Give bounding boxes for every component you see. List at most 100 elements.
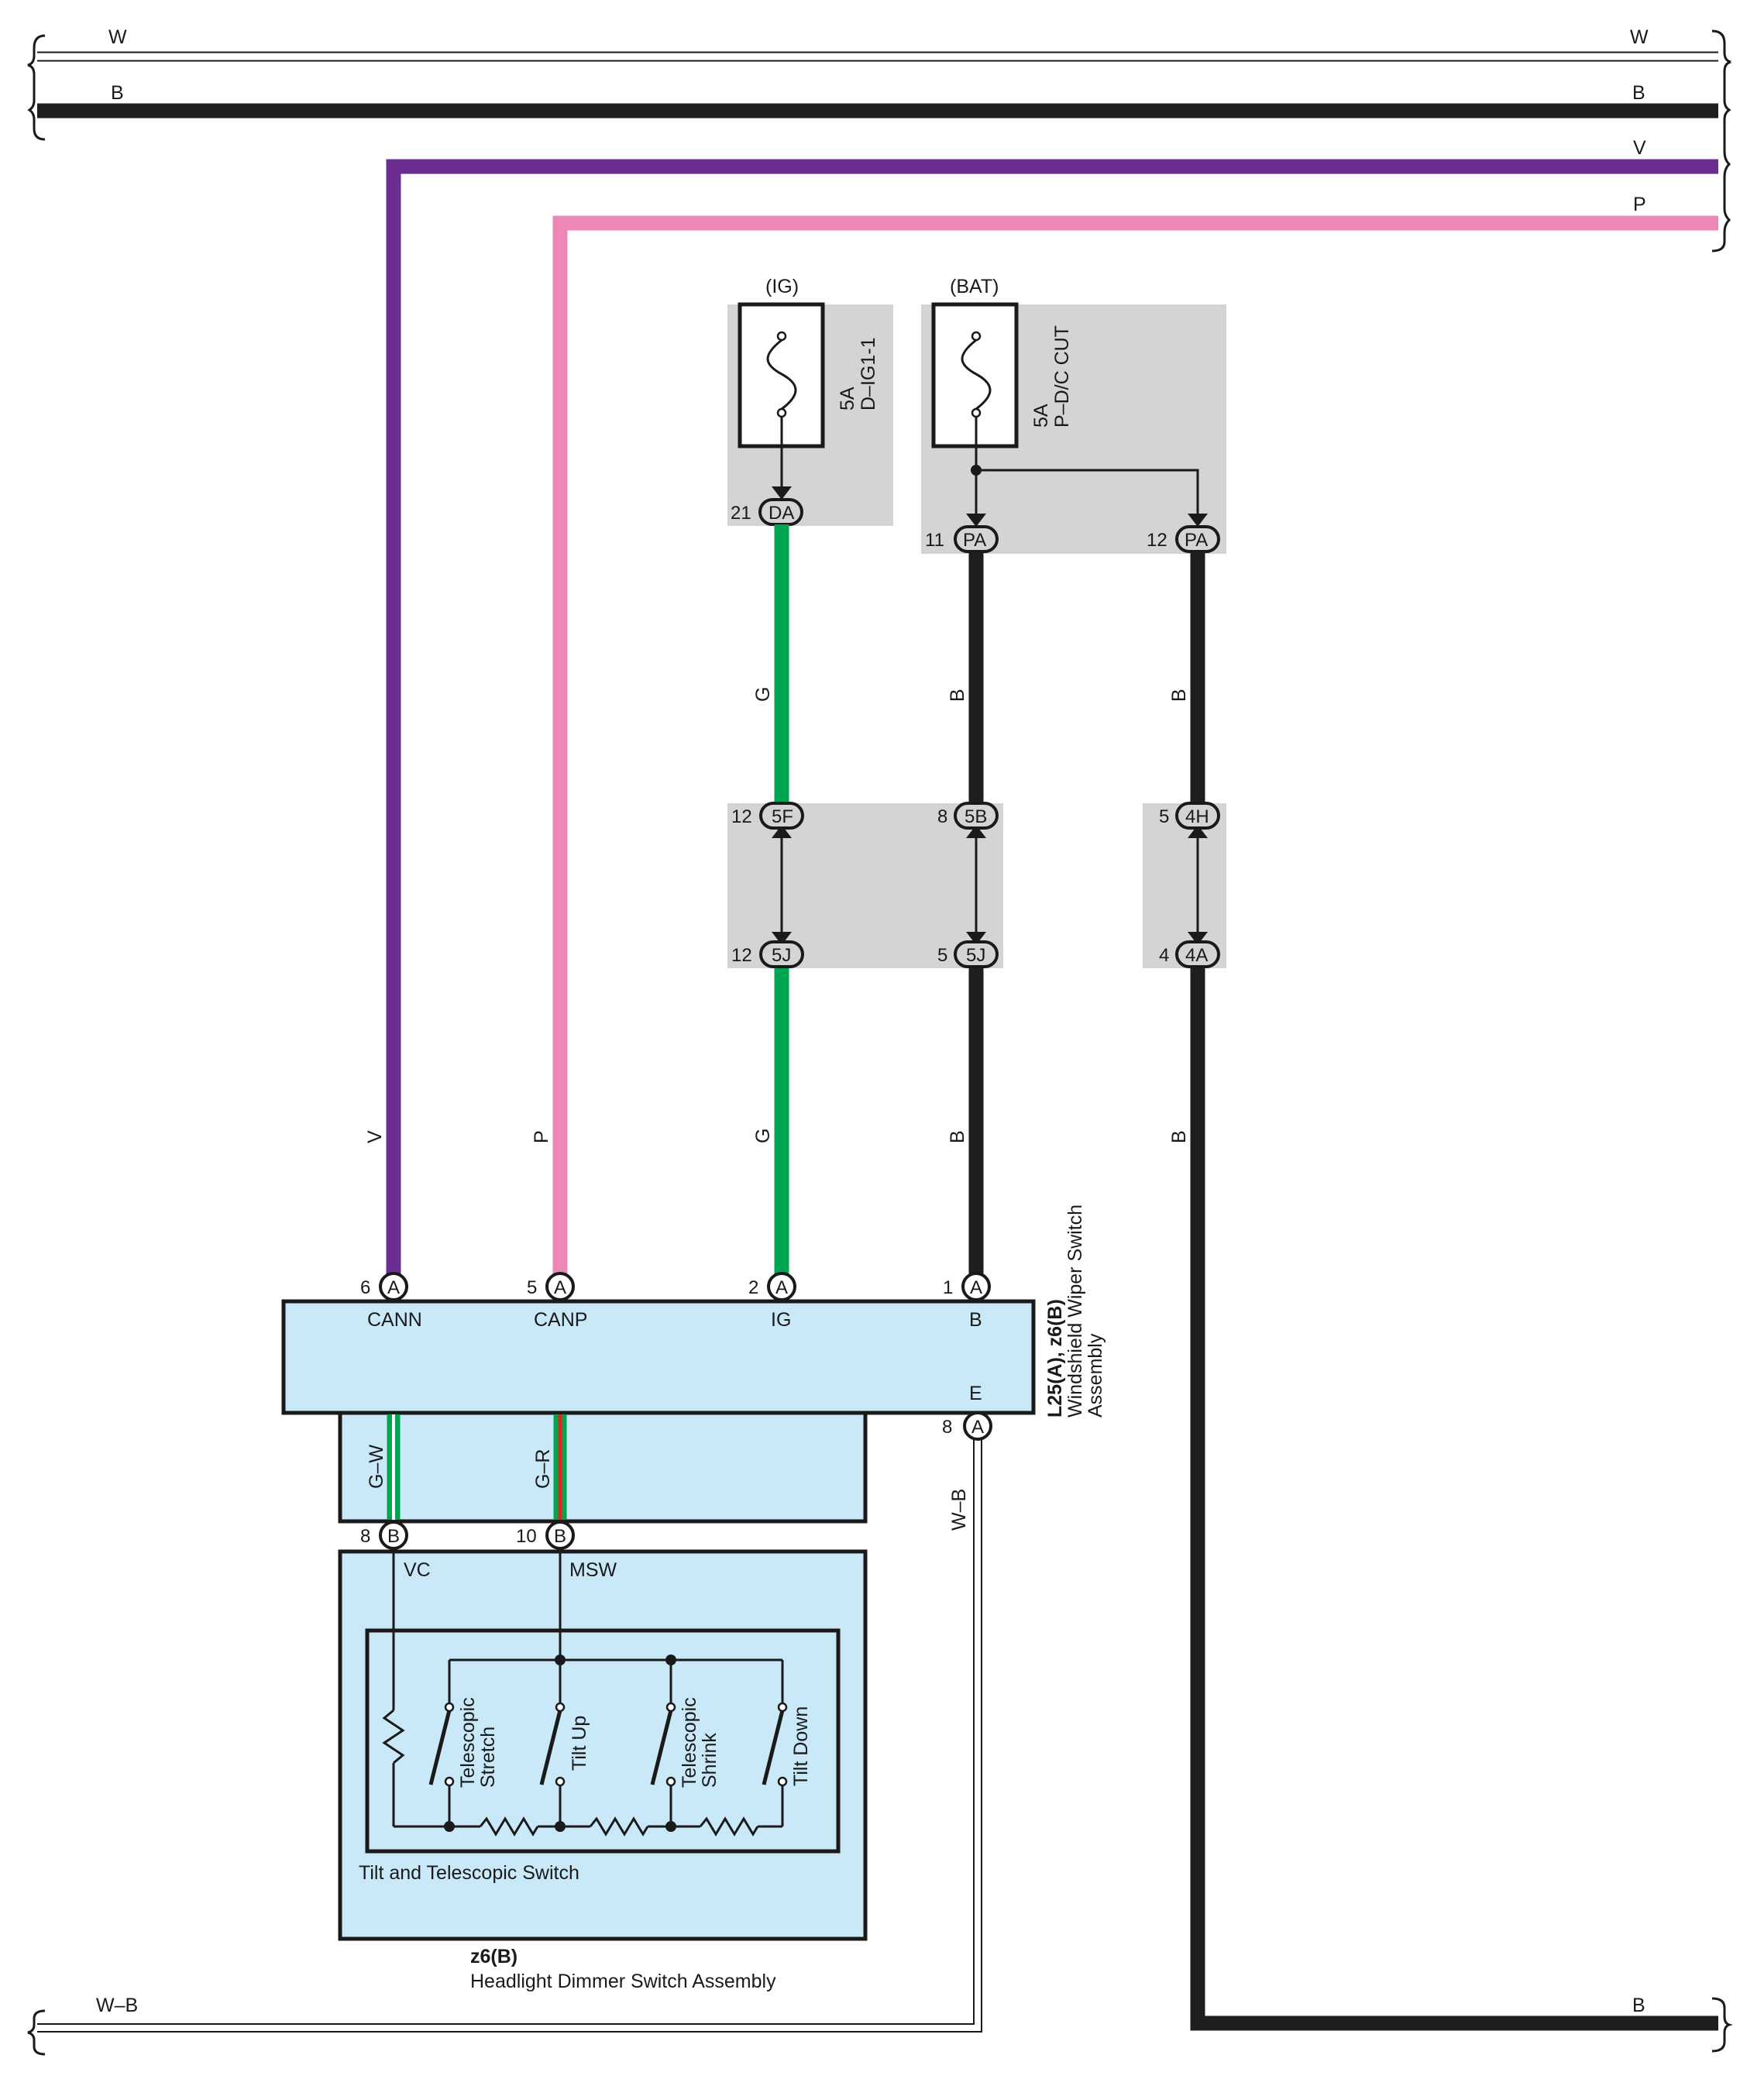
- wiper-pin-ig: [767, 1272, 796, 1301]
- wiper-pin-b-num: 1: [943, 1277, 953, 1298]
- wiper-pin-cann-conn: A: [387, 1277, 400, 1298]
- switch-label-2a: Tilt Up: [569, 1716, 590, 1771]
- dimmer-pin-vc-label: VC: [404, 1559, 431, 1581]
- fuse-ig-rating: 5A: [837, 387, 858, 411]
- bus-wb: [37, 1428, 981, 2031]
- bus-label-b-right: B: [1632, 82, 1645, 104]
- resistor-1-icon: [479, 1816, 539, 1837]
- wire-label-g-upper: G: [752, 687, 774, 702]
- connector-4h-id: 4H: [1185, 806, 1209, 827]
- wire-label-b2-upper: B: [1168, 689, 1190, 702]
- brace-left-bottom: [27, 2009, 46, 2056]
- dimmer-pin-vc-num: 8: [360, 1526, 370, 1547]
- connector-da-id: DA: [769, 503, 794, 524]
- switch-lever-1-icon: [428, 1710, 452, 1785]
- dimmer-switch-title: z6(B): [470, 1946, 518, 1967]
- bus-b-bottom: [1190, 550, 1718, 2031]
- fuse-ig-block: (IG) 5A D–IG1-1 DA 21: [727, 276, 893, 526]
- dimmer-pin-msw-num: 10: [516, 1526, 537, 1547]
- bus-label-w-left: W: [108, 26, 127, 48]
- switch-label-3a: Telescopic: [679, 1697, 700, 1788]
- tilt-telescopic-switch-box: [365, 1628, 841, 1854]
- connector-5j-g-pin: 12: [731, 945, 752, 966]
- bus-label-v-right: V: [1633, 137, 1646, 159]
- fuse-ig-name: D–IG1-1: [858, 338, 879, 411]
- wiper-switch-name-2: Assembly: [1085, 1333, 1106, 1418]
- wiper-pin-canp-num: 5: [527, 1277, 537, 1298]
- wiper-pin-e-conn: A: [971, 1417, 984, 1438]
- wiper-pin-b-label: B: [969, 1309, 982, 1331]
- bus-p: [552, 215, 1718, 1284]
- wire-label-p: P: [531, 1130, 552, 1143]
- tilt-telescopic-switch-label: Tilt and Telescopic Switch: [359, 1862, 579, 1884]
- switch-label-4a: Tilt Down: [790, 1706, 812, 1786]
- fuse-bat-element-icon: [961, 338, 992, 411]
- connector-4a: [1175, 940, 1220, 968]
- connector-pa-12-pin: 12: [1147, 530, 1167, 551]
- dimmer-connector-section: [338, 1411, 868, 1524]
- connector-4h-pin: 5: [1159, 806, 1169, 827]
- connector-da-pin: 21: [731, 503, 751, 524]
- connector-5f: [759, 802, 804, 830]
- wire-label-gr: G–R: [532, 1449, 554, 1489]
- wiper-pin-cann-num: 6: [360, 1277, 370, 1298]
- brace-right-bottom: [1711, 1997, 1733, 2053]
- wiper-pin-canp-label: CANP: [534, 1309, 587, 1331]
- connector-pa-11-pin: 11: [925, 530, 944, 551]
- wiper-pin-b-conn: A: [970, 1277, 982, 1298]
- wiper-pin-canp: [545, 1272, 575, 1301]
- connector-5j-g: [759, 940, 804, 968]
- connector-5b: [954, 802, 999, 830]
- fuse-bat-rating: 5A: [1030, 404, 1052, 428]
- bus-label-w-right: W: [1630, 26, 1649, 48]
- switch-circuit: [382, 1548, 785, 1837]
- bus-v: [386, 159, 1718, 1284]
- wire-label-gw: G–W: [366, 1445, 387, 1489]
- wire-label-v: V: [364, 1130, 386, 1143]
- wire-label-b-lower: B: [947, 1130, 968, 1143]
- resistor-3-icon: [699, 1816, 759, 1837]
- wiper-pin-cann: [379, 1272, 408, 1301]
- wire-label-g-lower: G: [752, 1129, 774, 1143]
- fuse-ig-header: (IG): [765, 276, 799, 297]
- wiper-pin-ig-label: IG: [771, 1309, 791, 1331]
- wiper-switch-name-1: Windshield Wiper Switch: [1064, 1204, 1086, 1418]
- dimmer-switch-name: Headlight Dimmer Switch Assembly: [470, 1971, 776, 1992]
- fuse-bat-header: (BAT): [950, 276, 999, 297]
- wiper-switch-body: [281, 1299, 1036, 1415]
- wiper-pin-e-num: 8: [942, 1417, 952, 1438]
- junction-shade-right: [1143, 803, 1226, 968]
- bus-label-p-right: P: [1633, 194, 1646, 215]
- fuse-ig-element-icon: [766, 338, 797, 411]
- dimmer-pin-vc-conn: B: [387, 1526, 400, 1547]
- switch-lever-2-icon: [539, 1710, 562, 1785]
- connector-5j-g-id: 5J: [772, 945, 791, 966]
- dimmer-switch-assembly: G–W G–R B 8 VC B 10 MSW Tilt and Telesco…: [338, 1411, 868, 1992]
- connector-pa-11-id: PA: [963, 530, 986, 551]
- wiper-pin-canp-conn: A: [554, 1277, 566, 1298]
- junction-dots: [444, 1655, 676, 1832]
- connector-4a-id: 4A: [1185, 945, 1208, 966]
- connector-5j-b: [954, 940, 999, 968]
- connector-5j-b-pin: 5: [937, 945, 947, 966]
- wiper-switch-assembly: A 6 CANN A 5 CANP A 2 IG A 1 B E A 8 L25…: [281, 1204, 1106, 1441]
- brace-left-top: [27, 34, 46, 141]
- switch-label-1b: Stretch: [477, 1727, 499, 1788]
- wiper-pin-ig-num: 2: [748, 1277, 758, 1298]
- wiper-pin-b: [961, 1272, 991, 1301]
- fuse-bat-block: (BAT) 5A P–D/C CUT PA 11 PA 12: [921, 276, 1226, 554]
- wire-label-b-upper: B: [947, 689, 968, 702]
- junction-block-right: 4H 5 4A 4: [1143, 802, 1226, 968]
- dimmer-pin-msw-conn: B: [554, 1526, 566, 1547]
- resistor-2-icon: [589, 1816, 649, 1837]
- wiper-pin-cann-label: CANN: [367, 1309, 422, 1331]
- bus-label-b-bottom-right: B: [1632, 1995, 1645, 2016]
- connector-pa-12-id: PA: [1185, 530, 1208, 551]
- wire-label-b2-lower: B: [1168, 1130, 1190, 1143]
- wiper-pin-e-label: E: [969, 1383, 982, 1404]
- wiper-switch-title: L25(A), z6(B): [1044, 1299, 1066, 1418]
- switch-label-1a: Telescopic: [457, 1697, 479, 1788]
- connector-4h: [1175, 802, 1220, 830]
- bus-lines: [27, 29, 1733, 2056]
- junction-block-left: 5F 12 5J 12 5B 8 5J 5: [727, 802, 1003, 968]
